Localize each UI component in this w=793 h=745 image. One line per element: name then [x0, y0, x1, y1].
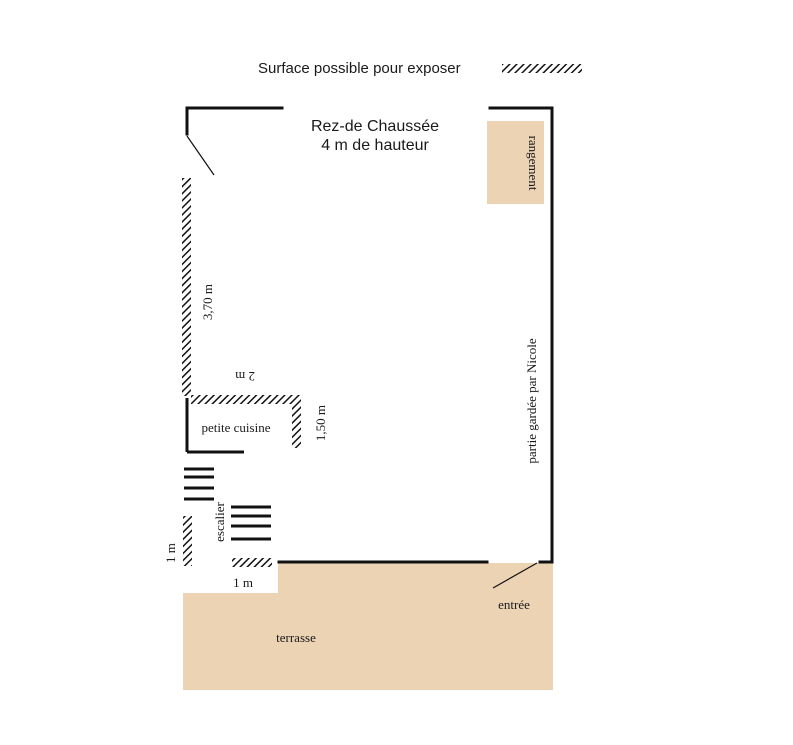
- entrance-label: entrée: [498, 597, 530, 612]
- dim-kitchen-right: 1,50 m: [313, 405, 328, 441]
- storage-label: rangement: [526, 136, 541, 191]
- hatched-wall-stair-bottom: [232, 558, 272, 567]
- kitchen-walls: [185, 398, 244, 454]
- legend-text: Surface possible pour exposer: [258, 60, 461, 77]
- door-line-topleft: [186, 135, 215, 176]
- top-left-wall: [185, 106, 284, 136]
- stairs-treads: [184, 467, 271, 541]
- plan-subtitle: 4 m de hauteur: [321, 137, 429, 154]
- storage-area: [487, 121, 544, 204]
- dim-stair-bottom: 1 m: [233, 575, 253, 590]
- dim-stair-left: 1 m: [163, 543, 178, 563]
- hatched-wall-stair-left: [183, 516, 192, 566]
- dim-left-wall: 3,70 m: [200, 284, 215, 320]
- right-wall: [488, 106, 554, 564]
- stairs-label: escalier: [212, 501, 227, 541]
- terrace-area: [183, 563, 553, 690]
- dim-kitchen-top: 2 m: [235, 369, 255, 384]
- outer-walls: [185, 106, 554, 564]
- terrace-label: terrasse: [276, 630, 316, 645]
- plan-title: Rez-de Chaussée: [311, 118, 439, 135]
- hatched-wall-kitchen-top: [191, 395, 294, 404]
- kept-area-label: partie gardée par Nicole: [524, 338, 539, 463]
- hatched-wall-icon: [502, 64, 582, 73]
- hatched-wall-kitchen-right: [292, 395, 301, 448]
- kitchen-label: petite cuisine: [202, 420, 271, 435]
- hatched-wall-left: [182, 178, 191, 396]
- door-line-entrance: [492, 562, 538, 589]
